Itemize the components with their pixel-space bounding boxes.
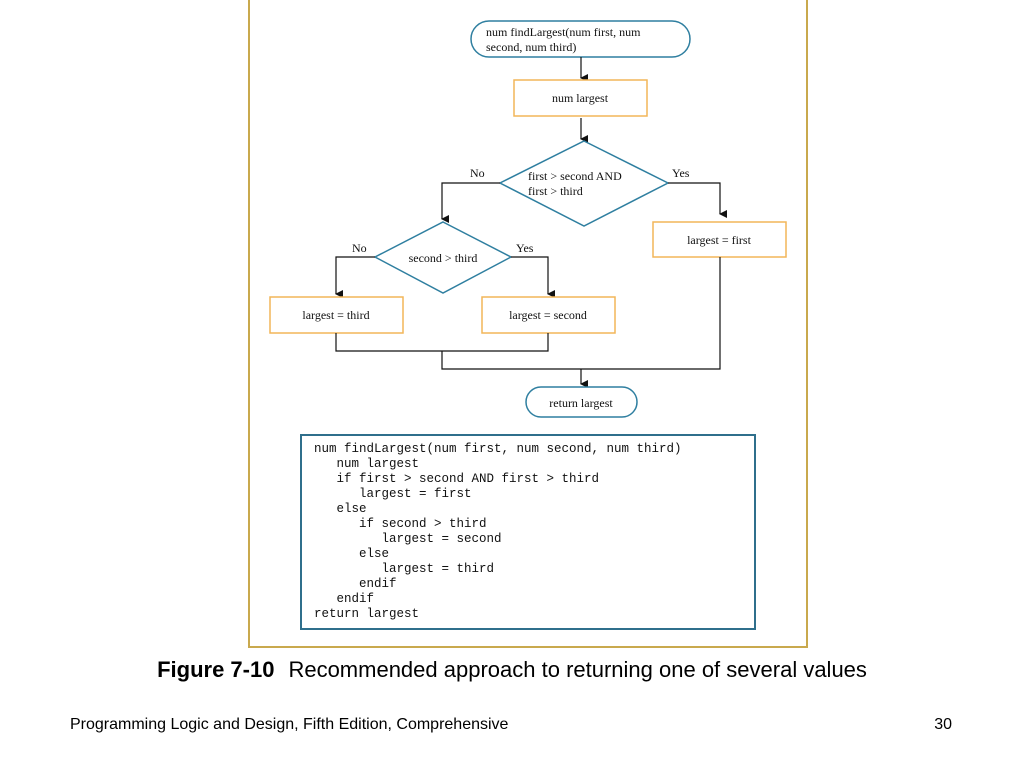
code-line: endif: [314, 577, 397, 591]
end-label: return largest: [549, 396, 613, 410]
code-line: else: [314, 547, 390, 561]
decision-2-diamond: [373, 221, 513, 294]
figure-number: Figure 7-10: [157, 657, 275, 682]
connector-decision1-yes: [668, 182, 727, 218]
connector-merge-inner: [335, 333, 549, 352]
code-line: else: [314, 502, 367, 516]
start-line-1: num findLargest(num first, num: [486, 25, 641, 39]
code-line: if second > third: [314, 517, 487, 531]
assign-third-label: largest = third: [302, 308, 369, 322]
assign-third-box: [269, 296, 404, 334]
declare-label: num largest: [552, 91, 609, 105]
code-line: return largest: [314, 607, 420, 621]
footer-book-title: Programming Logic and Design, Fifth Edit…: [70, 716, 509, 733]
page-number: 30: [934, 716, 952, 733]
decision-1-yes-label: Yes: [672, 166, 690, 180]
code-line: num largest: [314, 457, 420, 471]
assign-first-box: [652, 221, 787, 258]
decision-1-line-1: first > second AND: [528, 169, 622, 183]
assign-second-label: largest = second: [509, 308, 587, 322]
decision-2-no-label: No: [352, 241, 367, 255]
code-line: endif: [314, 592, 375, 606]
figure-caption: Figure 7-10 Recommended approach to retur…: [0, 657, 1024, 683]
assign-first-label: largest = first: [687, 233, 752, 247]
decision-1-diamond: [498, 140, 670, 227]
decision-1-no-label: No: [470, 166, 485, 180]
declare-box: [513, 79, 648, 117]
code-line: num findLargest(num first, num second, n…: [314, 442, 682, 456]
assign-second-box: [481, 296, 616, 334]
code-line: largest = first: [314, 487, 472, 501]
pseudocode-box: num findLargest(num first, num second, n…: [300, 434, 756, 630]
code-line: largest = second: [314, 532, 502, 546]
figure-caption-text: Recommended approach to returning one of…: [288, 657, 867, 682]
flowchart: num findLargest(num first, num second, n…: [269, 20, 787, 418]
connector-decision1-no: [441, 182, 500, 223]
decision-1-line-2: first > third: [528, 184, 583, 198]
connector-decision2-no: [335, 256, 375, 298]
connector-decision2-yes: [511, 256, 555, 298]
end-terminator: [525, 386, 638, 418]
decision-2-label: second > third: [409, 251, 478, 265]
code-line: largest = third: [314, 562, 495, 576]
decision-2-yes-label: Yes: [516, 241, 534, 255]
code-line: if first > second AND first > third: [314, 472, 600, 486]
start-line-2: second, num third): [486, 40, 576, 54]
